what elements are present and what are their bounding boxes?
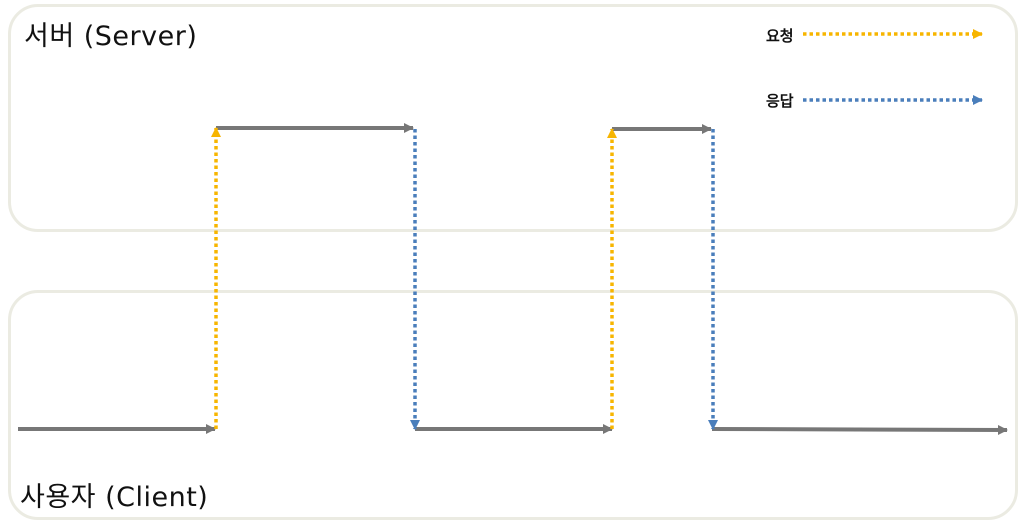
legend-response-label: 응답 — [766, 92, 794, 110]
server-lane-title: 서버 (Server) — [24, 21, 198, 52]
legend-request-label: 요청 — [766, 27, 794, 45]
client-timeline-segment-3 — [711, 424, 1008, 435]
server-lane — [8, 4, 1018, 232]
client-lane — [8, 290, 1018, 520]
client-lane-title: 사용자 (Client) — [20, 482, 209, 513]
